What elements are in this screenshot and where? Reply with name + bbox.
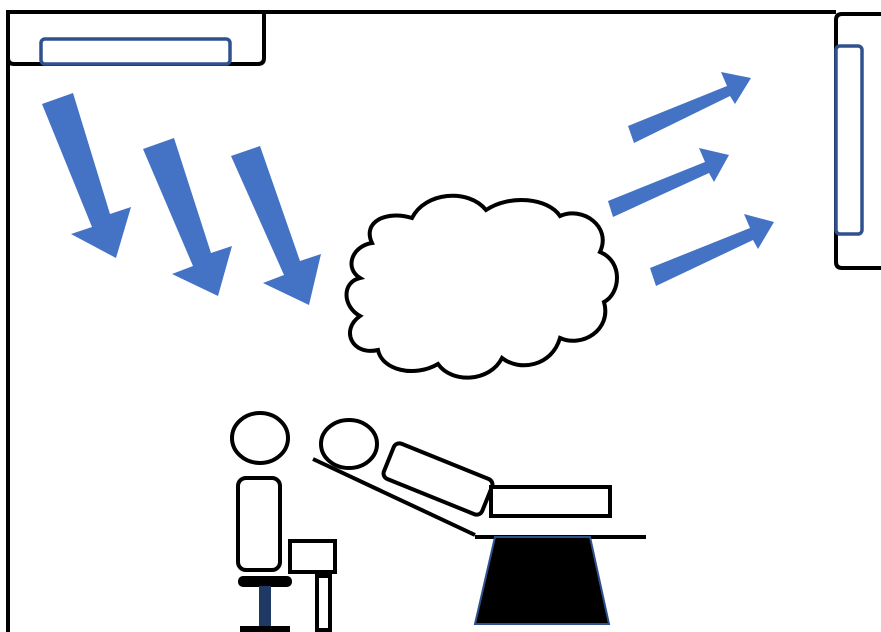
arrow-down-right-icon [143,138,232,296]
arrow-up-right-icon [628,72,751,143]
surgeon-arm [290,541,335,572]
outflow-arrows [608,72,774,286]
stool-post [259,586,271,628]
arrow-up-right-icon [608,148,729,217]
patient-head [321,420,377,468]
inflow-arrows [42,93,321,305]
patient-torso [382,442,495,517]
table-base [475,537,609,624]
stool-foot [240,626,290,632]
exhaust-vent-icon [836,14,881,268]
supply-vent-grille [41,39,230,64]
cloud-icon [347,196,618,378]
patient-legs [491,487,610,516]
stool-icon [238,576,292,632]
stool-seat [238,576,292,587]
arrow-down-right-icon [231,146,321,305]
surgeon-forearm [317,576,330,630]
surgeon-body [238,478,280,570]
patient-icon [321,420,610,516]
surgeon-head [232,413,288,463]
arrow-down-right-icon [42,93,131,258]
aerosol-cloud [347,196,618,378]
arrow-up-right-icon [650,214,774,286]
supply-vent-icon [8,12,264,64]
exhaust-vent-grille [836,46,862,234]
